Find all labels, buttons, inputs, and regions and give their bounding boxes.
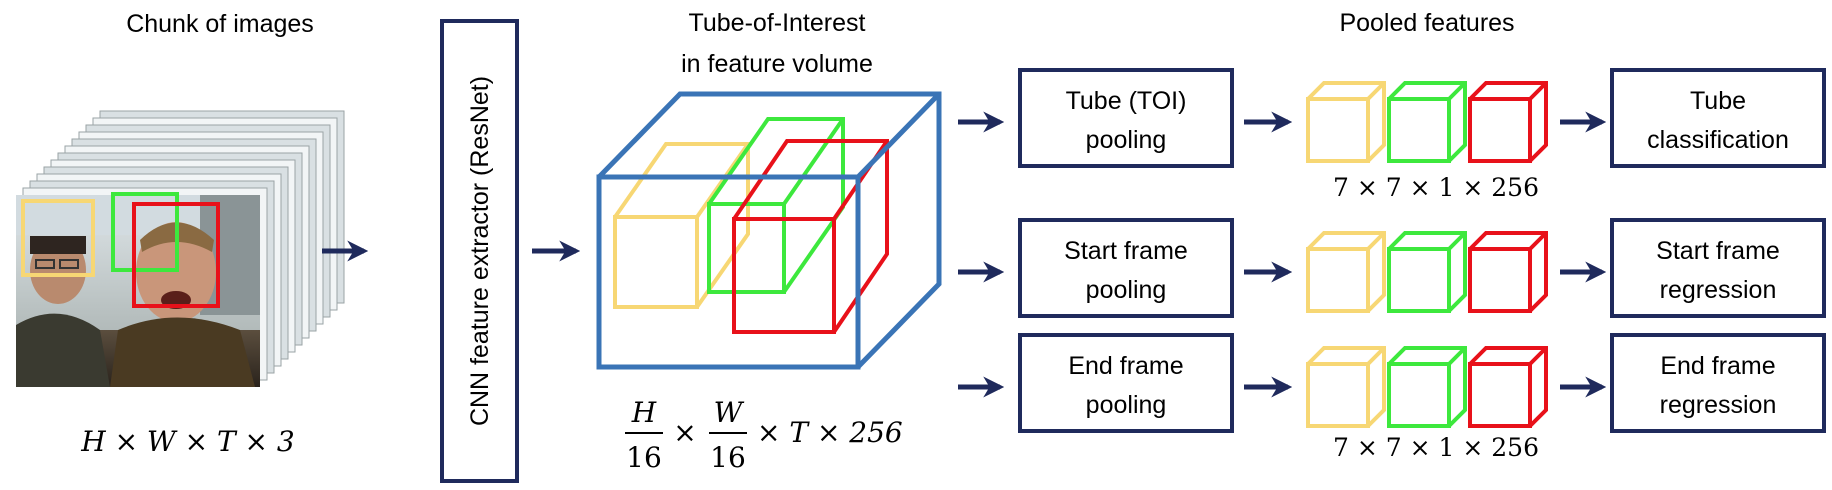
output-box [1610, 68, 1826, 168]
pooling-label-line2: pooling [1086, 126, 1167, 154]
branch-row: Tube (TOI) pooling Tube classification [958, 68, 1826, 168]
output-label-line2: classification [1647, 126, 1789, 154]
input-dims: H × W × T × 3 [80, 425, 294, 458]
pooled-feature-cube-yellow [1306, 346, 1386, 428]
face-box-red [132, 202, 220, 308]
volume-frac1-num: H [631, 396, 657, 429]
volume-frac2-den: 16 [710, 441, 746, 474]
output-box [1610, 333, 1826, 433]
branches: Tube (TOI) pooling Tube classificationStart… [958, 68, 1826, 433]
volume-title-line1: Tube-of-Interest [689, 9, 866, 37]
output-label-line2: regression [1660, 391, 1777, 419]
pooling-label-line2: pooling [1086, 391, 1167, 419]
feature-volume [596, 91, 942, 370]
pooled-feature-cube-green [1387, 346, 1467, 428]
front-frame-image [16, 195, 260, 387]
volume-title-line2: in feature volume [681, 50, 873, 78]
volume-times: × [673, 416, 696, 449]
output-label-line1: End frame [1660, 352, 1775, 380]
cnn-extractor-box: CNN feature extractor (ResNet) [440, 19, 519, 483]
pooled-feature-cube-yellow [1306, 81, 1386, 163]
volume-box [596, 91, 942, 370]
input-title: Chunk of images [126, 10, 314, 38]
branch-row: End frame pooling End frame regression [958, 333, 1826, 433]
output-label-line1: Tube [1690, 87, 1746, 115]
pooled-dims-top: 7 × 7 × 1 × 256 [1333, 173, 1539, 202]
pooling-label-line2: pooling [1086, 276, 1167, 304]
toi-yellow-cube [613, 142, 750, 309]
pooled-dims-bottom: 7 × 7 × 1 × 256 [1333, 433, 1539, 462]
pooling-label-line1: Tube (TOI) [1066, 87, 1187, 115]
image-stack [16, 110, 345, 387]
pooled-title: Pooled features [1339, 9, 1514, 37]
volume-frac2-num: W [714, 396, 745, 429]
pooling-label-line1: End frame [1068, 352, 1183, 380]
pooled-feature-cube-red [1468, 346, 1548, 428]
branch-row: Start frame pooling Start frame regression [958, 218, 1826, 318]
pooling-box [1018, 218, 1234, 318]
output-label-line2: regression [1660, 276, 1777, 304]
cnn-extractor-label: CNN feature extractor (ResNet) [466, 76, 494, 426]
volume-dims-tail: × T × 256 [757, 416, 903, 449]
face-box-yellow [21, 199, 95, 277]
face-box-green [111, 192, 179, 272]
pooled-feature-cube-yellow [1306, 231, 1386, 313]
pooling-box [1018, 68, 1234, 168]
pooled-feature-cube-green [1387, 81, 1467, 163]
output-box [1610, 218, 1826, 318]
pooled-feature-cube-red [1468, 231, 1548, 313]
pooling-label-line1: Start frame [1064, 237, 1188, 265]
volume-dims: H 16 × W 16 × T × 256 [625, 396, 903, 474]
volume-frac1-den: 16 [626, 441, 662, 474]
output-label-line1: Start frame [1656, 237, 1780, 265]
pooled-feature-cube-green [1387, 231, 1467, 313]
pooling-box [1018, 333, 1234, 433]
pooled-feature-cube-red [1468, 81, 1548, 163]
